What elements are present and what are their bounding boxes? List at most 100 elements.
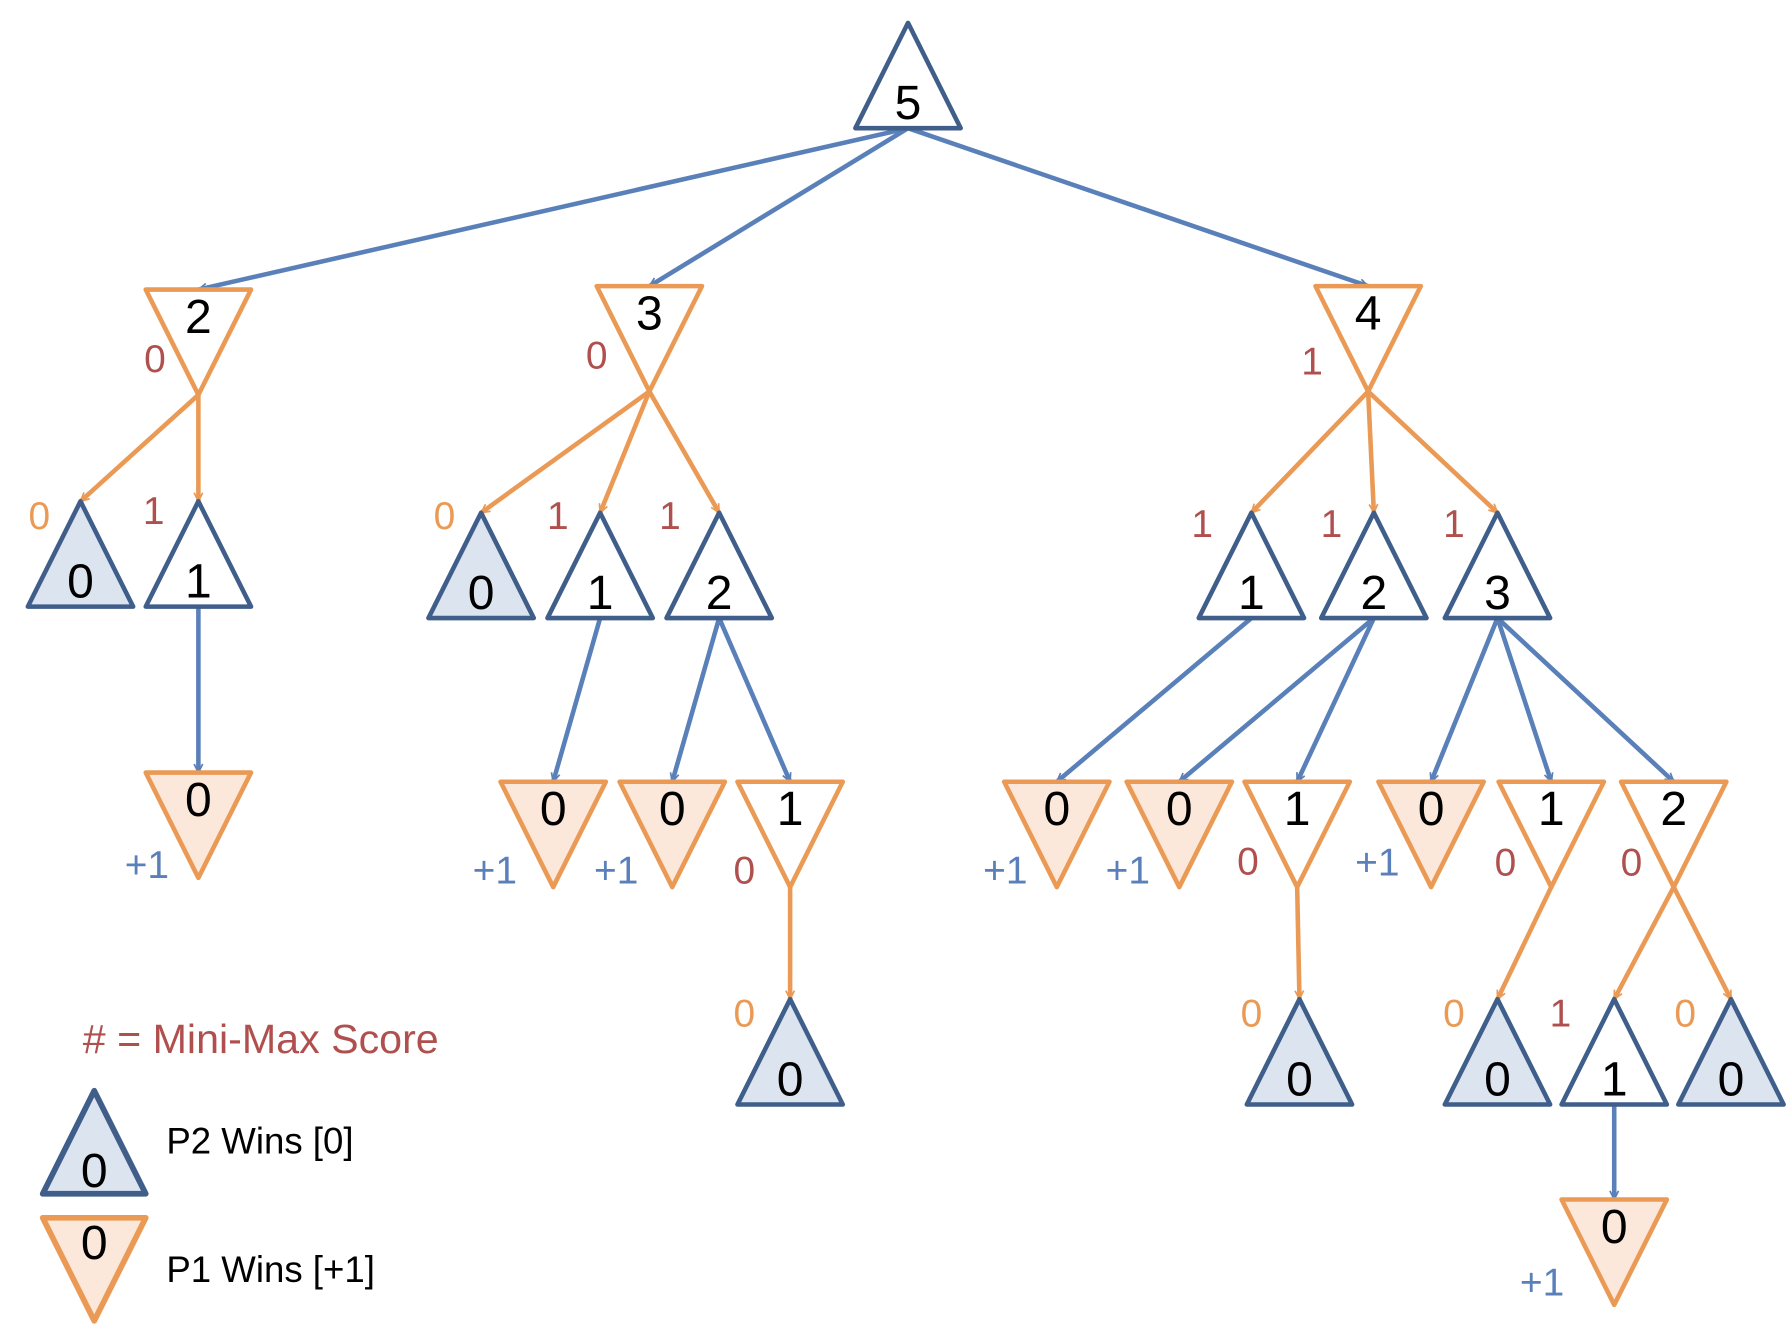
edge-n3-to-n3c xyxy=(647,390,722,512)
node-score: 0 xyxy=(586,335,608,378)
node-n3c1: 0 +1 xyxy=(594,779,728,893)
node-value: 2 xyxy=(706,566,733,620)
p1-turn-triangle-icon xyxy=(1242,779,1353,890)
p1-turn-triangle-icon xyxy=(1313,283,1424,394)
edge-n4c3-to-n4c3a xyxy=(1612,885,1676,999)
node-n3: 30 xyxy=(586,283,705,394)
p2-turn-triangle-icon xyxy=(426,510,537,621)
node-n4a: 11 xyxy=(1191,503,1307,621)
node-score: 0 xyxy=(734,993,756,1036)
edge-n3c-to-n3c1 xyxy=(672,617,722,782)
edge-n4b-to-n4b1 xyxy=(1177,616,1376,784)
node-value: 0 xyxy=(67,554,94,608)
node-value: 0 xyxy=(1043,782,1070,836)
legend-p1-triangle-icon xyxy=(39,1214,149,1324)
p1-turn-triangle-icon xyxy=(617,779,728,890)
p2-turn-triangle-icon xyxy=(25,499,136,609)
p2-turn-triangle-icon xyxy=(1318,510,1429,621)
legend-p1-label: P1 Wins [+1] xyxy=(166,1249,375,1290)
p1-turn-triangle-icon xyxy=(1618,779,1729,890)
node-n2a: 00 xyxy=(25,495,136,609)
node-value: 0 xyxy=(1418,782,1445,836)
edge-n4c3-to-n4c3b xyxy=(1671,885,1734,999)
node-value: 3 xyxy=(1484,566,1511,620)
node-n3c2: 10 xyxy=(734,779,846,893)
node-value: 0 xyxy=(1286,1052,1313,1106)
node-value: 0 xyxy=(1601,1200,1628,1254)
legend-title: # = Mini-Max Score xyxy=(83,1016,439,1062)
node-score: +1 xyxy=(594,850,638,893)
p1-turn-triangle-icon xyxy=(1001,779,1112,890)
node-value: 1 xyxy=(1284,782,1311,836)
node-score: +1 xyxy=(983,850,1027,893)
node-n4b2a: 00 xyxy=(1241,993,1355,1107)
edges-layer xyxy=(78,125,1734,1199)
node-n4a1: 0 +1 xyxy=(983,779,1112,893)
edge-n5-to-n4 xyxy=(907,126,1368,289)
p1-turn-triangle-icon xyxy=(1376,779,1487,890)
p2-turn-triangle-icon xyxy=(664,510,775,621)
node-score: 0 xyxy=(1443,993,1465,1036)
edge-n3-to-n3a xyxy=(481,389,651,515)
node-score: 0 xyxy=(734,850,756,893)
node-score: 1 xyxy=(1301,340,1323,383)
node-score: +1 xyxy=(125,844,169,887)
edge-n4-to-n4a xyxy=(1249,389,1370,515)
node-score: 0 xyxy=(1674,993,1696,1036)
p1-turn-triangle-icon xyxy=(498,779,609,890)
p1-turn-triangle-icon xyxy=(1124,779,1235,890)
node-score: 0 xyxy=(28,495,50,538)
node-score: 1 xyxy=(1550,993,1572,1036)
node-n4c3a1: 0 +1 xyxy=(1520,1197,1670,1308)
node-value: 0 xyxy=(540,782,567,836)
node-score: 1 xyxy=(1443,503,1465,546)
node-score: 1 xyxy=(1191,503,1213,546)
node-value: 0 xyxy=(1718,1052,1745,1106)
node-n3b: 11 xyxy=(545,495,656,621)
legend-p2-triangle-icon xyxy=(39,1087,149,1197)
edge-n3c-to-n3c2 xyxy=(717,617,793,782)
node-n4b2: 10 xyxy=(1237,779,1353,890)
edge-n4a-to-n4a1 xyxy=(1055,616,1253,784)
node-score: +1 xyxy=(1355,842,1399,885)
edge-n3b-to-n3b1 xyxy=(553,617,603,782)
node-score: +1 xyxy=(1106,850,1150,893)
edge-n2-to-n2a xyxy=(78,393,200,504)
node-score: 1 xyxy=(1321,503,1343,546)
node-value: 5 xyxy=(895,76,922,130)
node-value: 2 xyxy=(185,290,212,344)
node-value: 1 xyxy=(1601,1052,1628,1106)
p2-turn-triangle-icon xyxy=(735,996,846,1107)
node-score: +1 xyxy=(473,850,517,893)
node-score: 0 xyxy=(1241,993,1263,1036)
p1-turn-triangle-icon xyxy=(735,779,846,890)
node-n2b1: 0+1 xyxy=(125,770,254,887)
node-value: 0 xyxy=(659,782,686,836)
node-n3a: 00 xyxy=(426,495,537,621)
edge-n5-to-n3 xyxy=(649,126,910,289)
node-score: 1 xyxy=(143,490,165,533)
node-value: 0 xyxy=(1484,1052,1511,1106)
p2-turn-triangle-icon xyxy=(143,499,254,609)
nodes-layer: 520304100110011211121310+10+10+1100+10+1… xyxy=(25,20,1786,1308)
node-n3b1: 0 +1 xyxy=(473,779,609,893)
edge-n4-to-n4b xyxy=(1365,391,1374,512)
edge-n4c-to-n4c1 xyxy=(1428,617,1500,782)
edge-n4c2-to-n4c2a xyxy=(1495,886,1554,999)
node-n4b: 21 xyxy=(1318,503,1429,621)
node-score: 1 xyxy=(659,495,681,538)
edge-n4-to-n4c xyxy=(1366,389,1500,515)
p1-turn-triangle-icon xyxy=(1496,779,1607,890)
node-value: 4 xyxy=(1355,287,1382,341)
p2-turn-triangle-icon xyxy=(545,510,656,621)
node-score: 0 xyxy=(144,338,166,381)
node-n3c2a: 00 xyxy=(734,993,846,1107)
node-score: 0 xyxy=(434,495,456,538)
node-n4: 41 xyxy=(1301,283,1424,394)
legend: # = Mini-Max Score 0 P2 Wins [0] 0 P1 Wi… xyxy=(39,1016,439,1324)
node-score: +1 xyxy=(1520,1262,1564,1305)
node-value: 0 xyxy=(1166,782,1193,836)
node-n4c3: 20 xyxy=(1618,779,1729,890)
node-n3c: 21 xyxy=(659,495,775,621)
